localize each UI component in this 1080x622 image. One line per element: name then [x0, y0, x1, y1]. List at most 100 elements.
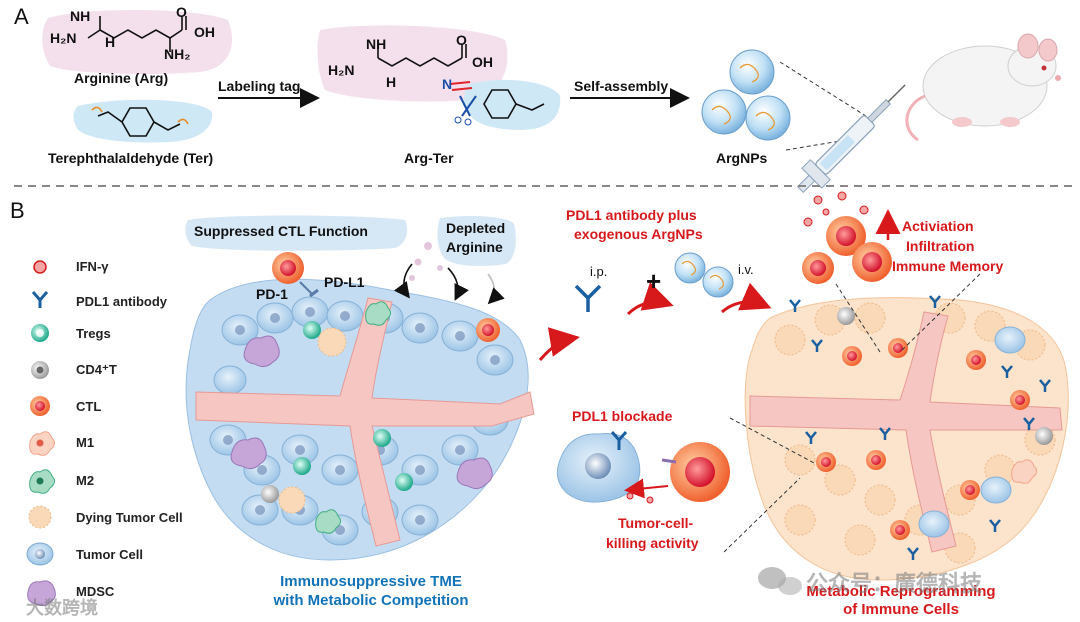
- panel-b-label: B: [10, 198, 25, 223]
- left-blood-vessel: [195, 297, 535, 547]
- atom-h: H: [105, 34, 116, 50]
- legend-item-dying-tumor-cell: Dying Tumor Cell: [76, 510, 183, 525]
- m1-cell-icon: [29, 431, 56, 456]
- imine-bond: [449, 81, 473, 91]
- legend-item-tregs: Tregs: [76, 326, 111, 341]
- right-caption-line1: Metabolic Reprogramming: [806, 583, 996, 600]
- killing-line1: Tumor-cell-: [618, 515, 694, 531]
- uptake-arrow: [393, 263, 413, 299]
- zoom-line: [723, 477, 801, 553]
- connector-dashed: [779, 61, 867, 117]
- product-name: Arg-Ter: [404, 150, 454, 166]
- depleted-label-bubble: [437, 216, 516, 266]
- legend-item-m1: M1: [76, 435, 95, 450]
- legend-item-ifn: IFN-γ: [76, 259, 109, 274]
- scissor-ring-right: [464, 118, 472, 126]
- atom-nh2: NH₂: [164, 46, 191, 62]
- nanoparticle-name: ArgNPs: [716, 150, 768, 166]
- right-tme-blob: [744, 297, 1069, 581]
- argter-structure: [377, 44, 545, 119]
- ip-antibody-icon: [574, 284, 602, 312]
- left-caption-line2: with Metabolic Competition: [273, 592, 469, 609]
- atom-nh: NH: [366, 36, 387, 52]
- ter-structure: [97, 107, 181, 137]
- legend-item-m2: M2: [76, 473, 95, 488]
- plus-sign: +: [646, 266, 662, 296]
- scissor-ring-left: [454, 116, 462, 124]
- left-caption-line1: Immunosuppressive TME: [280, 573, 462, 590]
- mdsc-cell-icon: [27, 580, 56, 607]
- legend-item-pdl1-antibody: PDL1 antibody: [76, 294, 168, 309]
- killing-line2: killing activity: [606, 535, 699, 551]
- wechat-icon: [758, 567, 802, 595]
- arginine-highlight: [42, 9, 233, 74]
- pd1-label: PD-1: [256, 286, 288, 302]
- treatment-line1: PDL1 antibody plus: [566, 207, 697, 223]
- atom-oh: OH: [194, 24, 215, 40]
- treatment-line2: exogenous ArgNPs: [574, 226, 703, 242]
- uptake-arrow-faded: [487, 273, 505, 305]
- legend-item-tumor-cell: Tumor Cell: [76, 547, 143, 562]
- pdl1-blockade-label: PDL1 blockade: [572, 408, 673, 424]
- argter-highlight-blue: [463, 80, 561, 130]
- nanoparticle: [701, 89, 747, 135]
- connector-dashed: [785, 137, 859, 151]
- treg-cell-icon: [31, 324, 49, 342]
- labeling-tag-label: Labeling tag: [218, 78, 301, 94]
- legend-item-ctl: CTL: [76, 399, 102, 414]
- atom-oh: OH: [472, 54, 493, 70]
- antibody-icon: [31, 291, 49, 308]
- arginine-structure: [87, 16, 187, 52]
- dying-tumor-cell-icon: [28, 505, 52, 529]
- atom-nh: NH: [70, 8, 91, 24]
- nanoparticle: [729, 49, 775, 95]
- atom-o: O: [456, 32, 467, 48]
- atom-h2n: H₂N: [328, 62, 355, 78]
- pdl1-label: PD-L1: [324, 274, 365, 290]
- blockade-inset: [556, 431, 730, 504]
- suppressed-label-bubble: [185, 215, 408, 251]
- activated-ctl-cluster: [802, 191, 892, 284]
- right-immune-cells: [816, 307, 1053, 540]
- outcome-activation: Activiation: [902, 218, 974, 234]
- atom-h: H: [386, 74, 397, 90]
- ter-highlight: [73, 99, 213, 143]
- aldehyde-o-marks: [91, 106, 189, 125]
- wechat-watermark: 公众号：廣德科技: [806, 571, 983, 596]
- outcome-infiltration: Infiltration: [906, 238, 975, 254]
- ter-name: Terephthalaldehyde (Ter): [48, 150, 214, 166]
- m2-cell-icon: [29, 469, 56, 494]
- nanoparticle: [745, 95, 791, 141]
- flow-arrow-red: [626, 282, 674, 316]
- mouse-icon: [905, 33, 1061, 142]
- depleted-label-line1: Depleted: [446, 220, 506, 236]
- route-ip: i.p.: [590, 264, 608, 279]
- left-immune-cells: [230, 301, 500, 534]
- arginine-name: Arginine (Arg): [74, 70, 169, 86]
- right-blood-vessel: [749, 311, 1063, 553]
- corner-watermark: 大数跨境: [26, 598, 98, 618]
- outcome-immune-memory: Immune Memory: [892, 258, 1004, 274]
- flow-arrow-red: [721, 282, 772, 314]
- right-caption-line2: of Immune Cells: [843, 601, 959, 618]
- legend-icons: [26, 260, 56, 607]
- ctl-pd1-cell: [272, 252, 319, 298]
- self-assembly-label: Self-assembly: [574, 78, 669, 94]
- syringe-icon: [796, 84, 906, 194]
- legend-item-cd4t: CD4⁺T: [76, 362, 117, 377]
- iv-nanoparticles: [674, 252, 734, 298]
- atom-o: O: [176, 4, 187, 20]
- atom-n-imine: N: [442, 76, 453, 92]
- zoom-line: [729, 417, 817, 465]
- right-antibodies: [789, 295, 1051, 560]
- legend-item-mdsc: MDSC: [76, 584, 115, 599]
- tumor-cell-icon: [26, 542, 54, 566]
- uptake-arrow: [447, 267, 469, 301]
- panel-a-label: A: [14, 4, 29, 29]
- flow-arrow-red: [538, 327, 580, 361]
- zoom-line: [899, 273, 981, 353]
- scissor-mark-icon: [459, 95, 477, 117]
- suppressed-ctl-label: Suppressed CTL Function: [194, 223, 368, 239]
- ifn-dot-icon: [33, 260, 47, 274]
